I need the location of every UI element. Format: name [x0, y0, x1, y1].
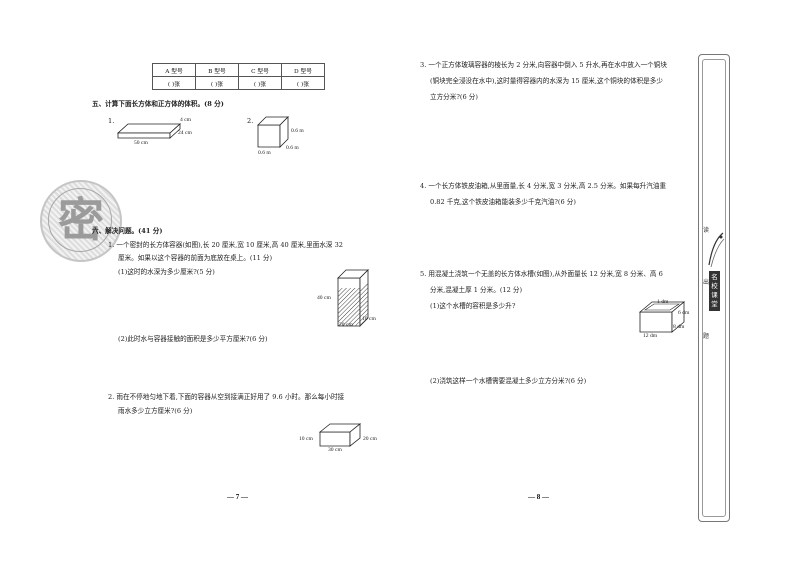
dim-label: 30 cm	[328, 447, 342, 453]
table-header: A 型号	[152, 63, 196, 77]
question-text: 5. 用混凝土浇筑一个无盖的长方体水槽(如图),从外面量长 12 分米,宽 8 …	[420, 270, 663, 278]
table-cell: ( )张	[238, 76, 282, 90]
question-text: 1. 一个密封的长方体容器(如图),长 20 厘米,宽 10 厘米,高 40 厘…	[108, 241, 343, 249]
rain-container-figure	[318, 423, 362, 447]
seal-char: 密	[58, 193, 104, 247]
question-text: 2. 雨在不停地匀地下着,下面的容器从空到接满正好用了 9.6 小时。那么每小时…	[108, 393, 345, 401]
question-text: 分米,混凝土厚 1 分米。(12 分)	[430, 286, 523, 294]
page-number: — 7 —	[227, 493, 248, 501]
answer-table: A 型号 B 型号 C 型号 D 型号 ( )张 ( )张 ( )张 ( )张	[152, 63, 325, 90]
dim-label: 20 cm	[363, 436, 377, 442]
dim-label: 0.6 m	[291, 128, 304, 134]
sidebar-char: 出	[702, 279, 709, 286]
q-number: 2.	[247, 117, 254, 125]
sub-question: (2)浇筑这样一个水槽需要混凝土多少立方分米?(6 分)	[430, 377, 587, 385]
table-header: D 型号	[281, 63, 325, 77]
dim-label: 24 cm	[178, 130, 192, 136]
binding-sidebar: 名校课堂 读 出 题	[698, 54, 730, 522]
section5-title: 五、计算下面长方体和正方体的体积。(8 分)	[92, 100, 224, 108]
cube-figure	[257, 116, 289, 148]
dim-label: 4 cm	[180, 117, 192, 123]
dim-label: 10 cm	[299, 436, 313, 442]
dim-label: 0.6 m	[258, 150, 271, 156]
sidebar-char: 题	[702, 333, 709, 340]
section6-title: 六、解决问题。(41 分)	[92, 227, 163, 235]
dim-label: 1 dm	[657, 299, 669, 305]
table-cell: ( )张	[281, 76, 325, 90]
dim-label: 0.6 m	[286, 145, 299, 151]
table-header: C 型号	[238, 63, 282, 77]
table-cell: ( )张	[195, 76, 239, 90]
dim-label: 50 cm	[134, 140, 148, 146]
question-text: 3. 一个正方体玻璃容器的棱长为 2 分米,向容器中倒入 5 升水,再在水中放入…	[420, 61, 667, 69]
question-text: 4. 一个长方体铁皮油箱,从里面量,长 4 分米,宽 3 分米,高 2.5 分米…	[420, 182, 667, 190]
water-tank-figure	[638, 301, 686, 333]
table-header: B 型号	[195, 63, 239, 77]
page-number: — 8 —	[528, 493, 549, 501]
sub-question: (1)这个水槽的容积是多少升?	[430, 302, 516, 310]
dim-label: 8 dm	[673, 324, 685, 330]
water-container-figure	[337, 269, 369, 327]
cuboid-figure-1	[116, 123, 182, 139]
logo-text: 名校课堂	[709, 271, 720, 311]
question-text: 雨水多少立方厘米?(6 分)	[118, 407, 193, 415]
question-text: (铜块完全浸没在水中),这时量得容器内的水深为 15 厘米,这个铜块的体积是多少	[430, 77, 663, 85]
q-number: 1.	[108, 117, 115, 125]
dim-label: 40 cm	[317, 295, 331, 301]
dim-label: 20 cm	[339, 322, 353, 328]
question-text: 0.82 千克,这个铁皮油箱能装多少千克汽油?(6 分)	[430, 198, 576, 206]
question-text: 立方分米?(6 分)	[430, 93, 478, 101]
question-text: 厘米。如果以这个容器的前面为底放在桌上。(11 分)	[118, 254, 273, 262]
logo-icon	[708, 232, 725, 268]
sub-question: (1)这时的水深为多少厘米?(5 分)	[118, 268, 215, 276]
table-cell: ( )张	[152, 76, 196, 90]
confidential-seal: 密	[40, 180, 122, 262]
dim-label: 10 cm	[362, 316, 376, 322]
dim-label: 6 dm	[678, 310, 690, 316]
sidebar-char: 读	[702, 227, 709, 234]
dim-label: 12 dm	[643, 333, 658, 339]
sub-question: (2)此时水与容器接触的面积是多少平方厘米?(6 分)	[118, 335, 268, 343]
